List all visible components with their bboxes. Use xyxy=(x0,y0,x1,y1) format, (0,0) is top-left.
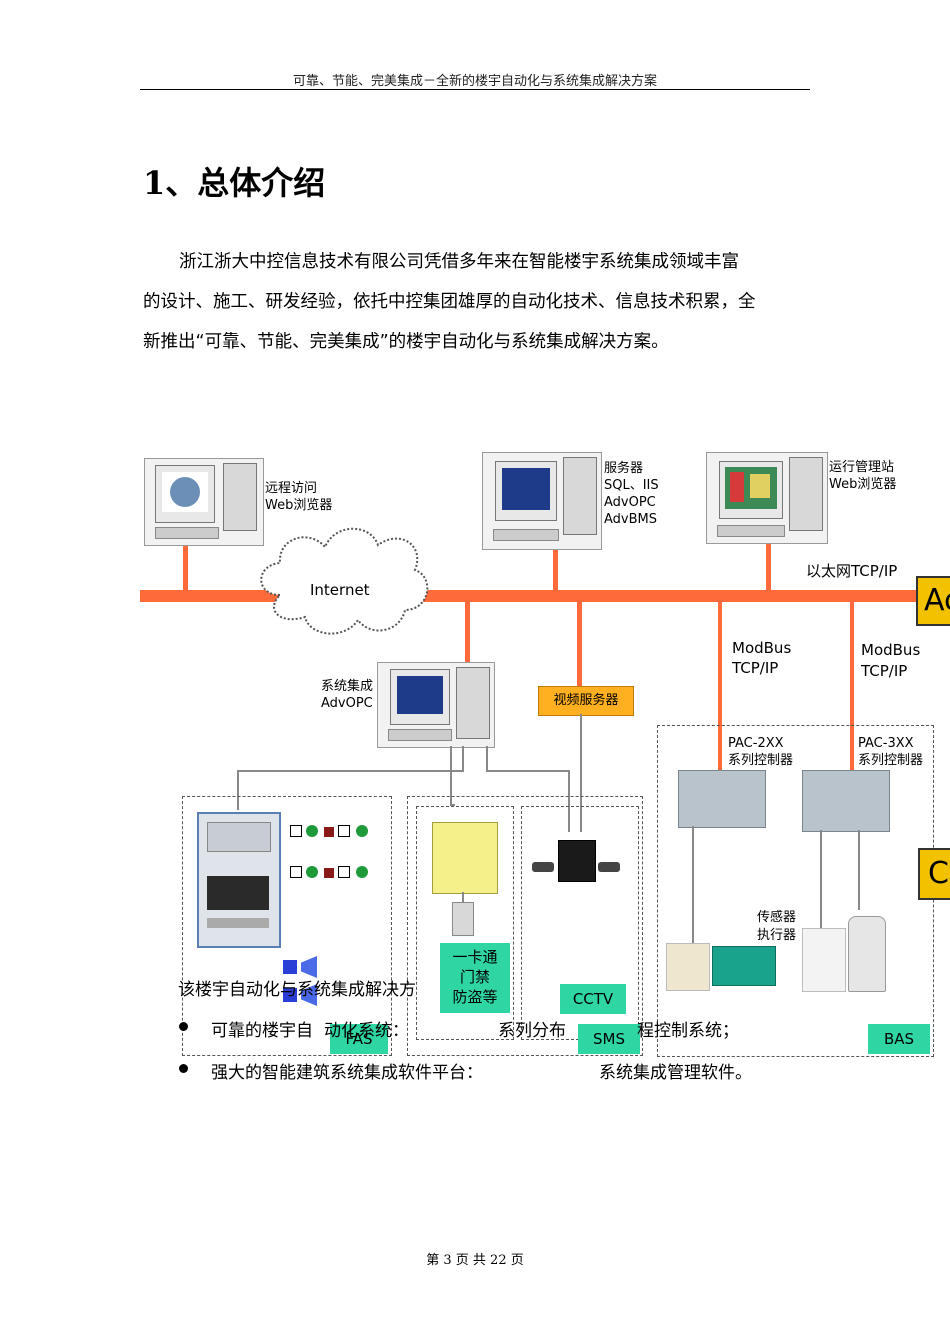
ops-label-2: Web浏览器 xyxy=(829,477,897,492)
detector-row-1 xyxy=(290,822,380,837)
server-label-2: SQL、IIS xyxy=(604,478,659,493)
ops-label-1: 运行管理站 xyxy=(829,460,895,475)
modbus2-label-1: ModBus xyxy=(861,641,921,659)
running-header: 可靠、节能、完美集成－全新的楼宇自动化与系统集成解决方案 xyxy=(292,74,657,89)
card-reader xyxy=(452,902,474,936)
access-label-2: 门禁 xyxy=(459,968,490,986)
bus-drop-remote xyxy=(183,540,188,592)
sensor-label-1: 传感器 xyxy=(757,910,797,925)
bullet1-tail: 程控制系统； xyxy=(637,1021,739,1041)
sensor-label-2: 执行器 xyxy=(757,928,797,943)
access-label-1: 一卡通 xyxy=(452,948,498,966)
access-label: 一卡通 门禁 防盗等 xyxy=(440,943,510,1013)
integration-label-2: AdvOPC xyxy=(321,696,373,711)
intro-line-2: 的设计、施工、研发经验，依托中控集团雄厚的自动化技术、信息技术积累，全 xyxy=(143,292,756,312)
integration-label-1: 系统集成 xyxy=(321,679,374,694)
ops-pc xyxy=(706,452,828,544)
sms-box xyxy=(407,796,643,1056)
bus-drop-video xyxy=(577,602,582,686)
intro-line-1: 浙江浙大中控信息技术有限公司凭借多年来在智能楼宇系统集成领域丰富 xyxy=(179,252,739,272)
internet-cloud xyxy=(260,527,429,635)
link-cctv-h xyxy=(486,770,570,772)
bullet-dot-1 xyxy=(179,1022,188,1031)
link-fas-v xyxy=(237,770,239,810)
fire-panel xyxy=(197,812,281,948)
solution-intro: 该楼宇自动化与系统集成解决方 xyxy=(178,980,416,1000)
generator-device xyxy=(712,946,776,986)
actuator-device xyxy=(802,928,846,992)
link-fas-up xyxy=(462,746,464,772)
server-label-1: 服务器 xyxy=(604,461,644,476)
pac2-label-2: 系列控制器 xyxy=(728,753,794,768)
header-rule xyxy=(140,89,810,90)
bus-drop-ops xyxy=(766,540,771,592)
speaker-group xyxy=(273,950,321,1006)
bullet1-right: 系列分布 xyxy=(498,1021,566,1041)
system-diagram: Ac Internet 远程访问 Web浏览器 服务器 SQL、IIS AdvO… xyxy=(140,440,950,1080)
remote-label-1: 远程访问 xyxy=(265,481,318,496)
link-cctv-v xyxy=(568,770,570,832)
server-label-4: AdvBMS xyxy=(604,512,657,527)
access-box xyxy=(416,806,514,1040)
bullet2-left: 强大的智能建筑系统集成软件平台： xyxy=(211,1063,483,1083)
video-server-box: 视频服务器 xyxy=(538,686,634,716)
badge-top: Ac xyxy=(916,576,950,626)
bus-drop-pac2 xyxy=(718,602,722,770)
detector-row-2 xyxy=(290,863,380,878)
bullet-dot-2 xyxy=(179,1064,188,1073)
bullet1-hidden: 动化系统： xyxy=(324,1021,409,1041)
access-label-3: 防盗等 xyxy=(452,988,498,1006)
internet-label: Internet xyxy=(310,581,370,599)
modbus2-label-2: TCP/IP xyxy=(861,662,908,680)
bullet2-right: 系统集成管理软件。 xyxy=(599,1063,752,1083)
bus-drop-pac3 xyxy=(850,602,854,770)
bullet1-left: 可靠的楼宇自 xyxy=(211,1021,313,1041)
water-heater-device xyxy=(848,916,886,992)
pac2-controller xyxy=(678,770,766,828)
sms-label: SMS xyxy=(578,1024,640,1054)
cctv-label: CCTV xyxy=(560,984,626,1014)
pac3-label-1: PAC-3XX xyxy=(858,736,914,751)
fas-box xyxy=(182,796,392,1056)
bus-drop-server xyxy=(553,545,558,592)
link-access-up xyxy=(450,746,452,806)
server-pc xyxy=(482,452,602,550)
intro-line-3: 新推出“可靠、节能、完美集成”的楼宇自动化与系统集成解决方案。 xyxy=(143,332,669,352)
cctv-equipment xyxy=(528,836,624,896)
ethernet-label: 以太网TCP/IP xyxy=(806,562,898,580)
modbus1-label-1: ModBus xyxy=(732,639,792,657)
pac3-label-2: 系列控制器 xyxy=(858,753,924,768)
fas-label: FAS xyxy=(330,1024,388,1054)
server-label-3: AdvOPC xyxy=(604,495,656,510)
page-footer: 第 3 页 共 22 页 xyxy=(426,1253,524,1268)
video-line xyxy=(580,714,582,832)
remote-label-2: Web浏览器 xyxy=(265,498,333,513)
section-heading: 1、总体介绍 xyxy=(143,164,326,202)
modbus1-label-2: TCP/IP xyxy=(732,659,779,677)
pac2-label-1: PAC-2XX xyxy=(728,736,784,751)
badge-bottom: C xyxy=(918,848,950,900)
access-controller xyxy=(432,822,498,894)
integration-pc xyxy=(377,662,495,748)
link-cctv-up xyxy=(486,746,488,772)
link-fas-h xyxy=(237,770,464,772)
bas-label: BAS xyxy=(868,1024,930,1054)
remote-pc xyxy=(144,458,264,546)
sensor-device xyxy=(666,943,710,991)
bus-drop-integration xyxy=(465,602,470,662)
pac3-controller xyxy=(802,770,890,832)
